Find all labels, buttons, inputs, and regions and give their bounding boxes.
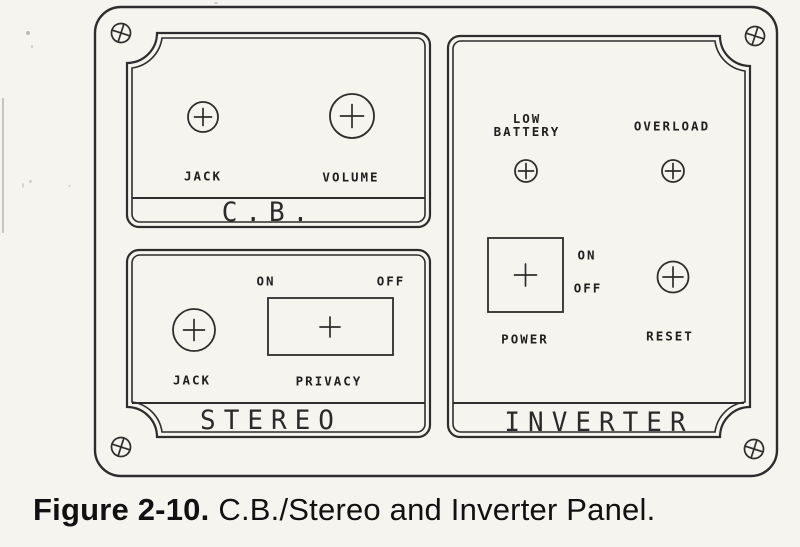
outer-board-outline: [93, 5, 779, 478]
stereo-jack-label: JACK: [172, 372, 212, 388]
screw-top-left-icon: [110, 22, 132, 44]
overload-indicator-icon: [661, 159, 685, 183]
power-switch-icon: [487, 237, 564, 313]
scan-artifact: [29, 180, 32, 183]
privacy-switch-icon: [267, 297, 394, 356]
scan-artifact: [214, 2, 218, 4]
screw-bottom-left-icon: [110, 436, 132, 458]
power-label: POWER: [501, 331, 549, 347]
figure-title: C.B./Stereo and Inverter Panel.: [218, 492, 656, 527]
stereo-jack-knob-icon: [172, 308, 216, 352]
scan-artifact: [2, 98, 4, 233]
stereo-on-label: ON: [256, 273, 276, 289]
cb-panel-title: C.B.: [221, 197, 317, 229]
low-battery-label-line1: LOW: [512, 111, 542, 126]
low-battery-indicator-icon: [514, 159, 538, 183]
scan-artifact: [31, 45, 33, 48]
scan-artifact: [26, 31, 30, 35]
cb-volume-label: VOLUME: [322, 169, 380, 185]
inverter-off-label: OFF: [573, 280, 603, 296]
cb-volume-knob-icon: [329, 93, 375, 139]
low-battery-label: LOW BATTERY: [494, 112, 561, 138]
cb-jack-label: JACK: [183, 168, 223, 184]
screw-bottom-right-icon: [743, 438, 765, 460]
low-battery-label-line2: BATTERY: [493, 124, 561, 139]
overload-label: OVERLOAD: [633, 118, 711, 134]
screw-top-right-icon: [744, 25, 766, 47]
inverter-on-label: ON: [577, 247, 597, 263]
figure-number: Figure 2-10.: [33, 492, 210, 527]
scan-artifact: [68, 185, 71, 187]
cb-panel-outline: [125, 31, 432, 229]
inverter-panel-title: INVERTER: [504, 407, 694, 439]
reset-label: RESET: [646, 328, 694, 344]
inverter-panel-outline: [446, 34, 752, 439]
cb-jack-knob-icon: [187, 101, 219, 133]
scan-artifact: [22, 183, 24, 188]
stereo-panel-outline: [125, 248, 432, 439]
reset-button-icon: [656, 260, 690, 294]
stereo-off-label: OFF: [376, 273, 406, 289]
figure-caption: Figure 2-10.C.B./Stereo and Inverter Pan…: [33, 492, 655, 528]
stereo-panel-title: STEREO: [200, 405, 342, 437]
privacy-label: PRIVACY: [295, 373, 363, 389]
